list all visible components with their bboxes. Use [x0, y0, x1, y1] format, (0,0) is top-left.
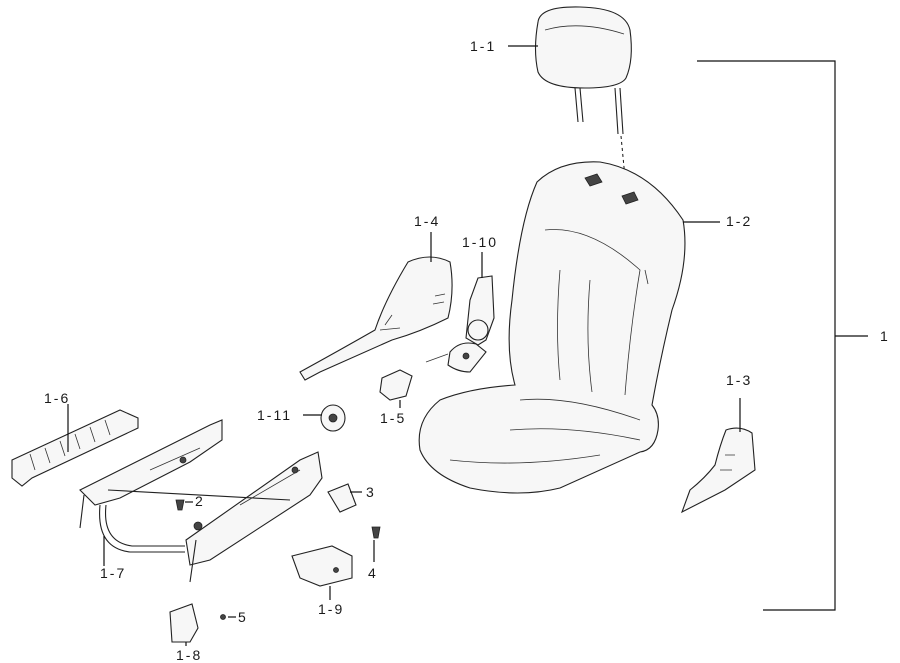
- label-1-9: 1-9: [318, 601, 344, 617]
- label-5: 5: [238, 609, 248, 625]
- label-4: 4: [368, 565, 378, 581]
- screw-4: [371, 526, 381, 539]
- bolt-2: [175, 499, 185, 511]
- clip-5: [220, 614, 226, 620]
- headrest: [534, 6, 632, 189]
- recliner-cover: [299, 256, 453, 381]
- label-1-3: 1-3: [726, 372, 752, 388]
- label-1-5: 1-5: [380, 410, 406, 426]
- side-cover: [681, 427, 756, 514]
- label-1-11: 1-11: [257, 407, 292, 423]
- bracket-cover: [291, 545, 353, 587]
- label-3: 3: [366, 484, 376, 500]
- label-2: 2: [195, 493, 205, 509]
- label-1-8: 1-8: [176, 647, 202, 663]
- bracket-3: [327, 483, 357, 513]
- foot-cover: [169, 603, 199, 643]
- labels: 1 1-1 1-2 1-3 1-4 1-5 1-6 1-7 1-8 1-9 1-…: [44, 38, 890, 663]
- rail-cover: [11, 409, 139, 487]
- seat-frame: [79, 419, 323, 583]
- recliner-mechanism: [425, 275, 495, 373]
- label-1-1: 1-1: [470, 38, 496, 54]
- leader-lines: [67, 45, 741, 646]
- label-1-2: 1-2: [726, 213, 752, 229]
- recliner-knob: [320, 404, 346, 432]
- label-1-10: 1-10: [462, 234, 498, 250]
- seat-body: [418, 161, 686, 494]
- label-1-6: 1-6: [44, 390, 70, 406]
- small-cover: [379, 369, 413, 401]
- label-1: 1: [880, 328, 890, 344]
- label-1-4: 1-4: [414, 213, 440, 229]
- label-1-7: 1-7: [100, 565, 126, 581]
- assembly-bracket: [697, 60, 868, 611]
